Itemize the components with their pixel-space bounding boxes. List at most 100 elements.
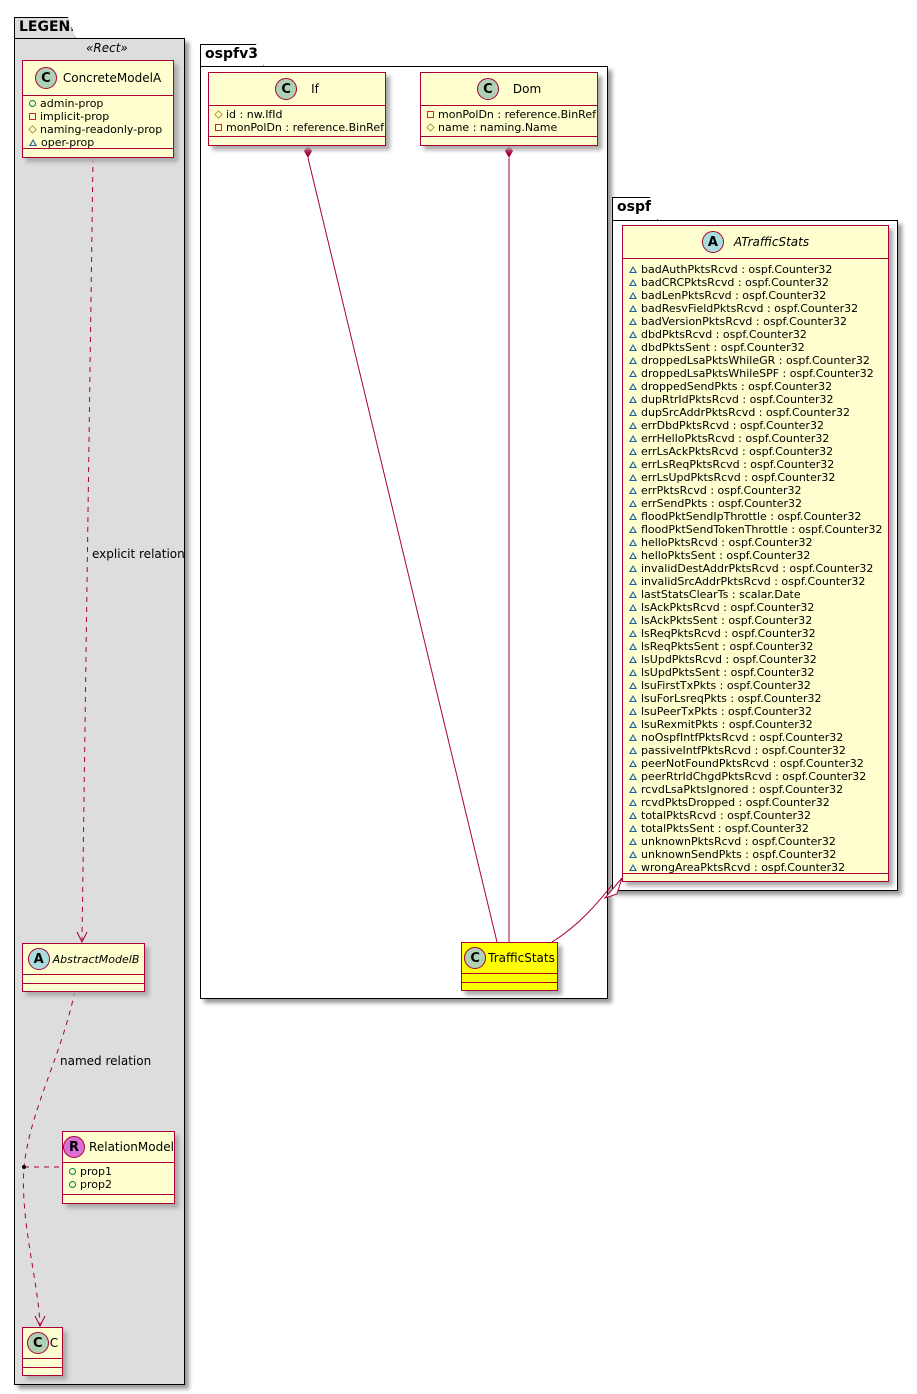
explicit-relation-line	[81, 156, 94, 941]
package-visibility-icon	[629, 448, 637, 455]
attribute: lsReqPktsRcvd : ospf.Counter32	[641, 627, 816, 640]
package-visibility-icon	[629, 331, 637, 338]
package-visibility-icon	[629, 409, 637, 416]
attribute-row: totalPktsRcvd : ospf.Counter32	[629, 809, 882, 822]
attribute: lsReqPktsSent : ospf.Counter32	[641, 640, 814, 653]
abstract-spot-icon: A	[701, 231, 724, 253]
protected-visibility-icon	[214, 110, 223, 119]
attribute: peerRtrIdChgdPktsRcvd : ospf.Counter32	[641, 770, 867, 783]
package-visibility-icon	[629, 851, 637, 858]
package-visibility-icon	[629, 825, 637, 832]
attribute: badCRCPktsRcvd : ospf.Counter32	[641, 276, 830, 289]
relation-junction-dot	[22, 1165, 26, 1169]
attribute: prop2	[80, 1178, 112, 1191]
attribute: lsuPeerTxPkts : ospf.Counter32	[641, 705, 812, 718]
package-visibility-icon	[629, 786, 637, 793]
package-visibility-icon	[629, 279, 637, 286]
attribute: dbdPktsRcvd : ospf.Counter32	[641, 328, 807, 341]
attribute-row: errLsAckPktsRcvd : ospf.Counter32	[629, 445, 882, 458]
attribute-row: errLsUpdPktsRcvd : ospf.Counter32	[629, 471, 882, 484]
package-visibility-icon	[629, 370, 637, 377]
package-visibility-icon	[629, 799, 637, 806]
attribute-row: unknownPktsRcvd : ospf.Counter32	[629, 835, 882, 848]
attribute-row: lsUpdPktsRcvd : ospf.Counter32	[629, 653, 882, 666]
package-visibility-icon	[629, 487, 637, 494]
class-name: Dom	[512, 82, 542, 96]
attribute: id : nw.IfId	[226, 108, 283, 121]
public-visibility-icon	[69, 1181, 76, 1188]
package-visibility-icon	[629, 604, 637, 611]
package-visibility-icon	[629, 383, 637, 390]
package-visibility-icon	[629, 500, 637, 507]
attribute: lsuForLsreqPkts : ospf.Counter32	[641, 692, 822, 705]
attribute: badVersionPktsRcvd : ospf.Counter32	[641, 315, 848, 328]
attribute: lsUpdPktsRcvd : ospf.Counter32	[641, 653, 817, 666]
class-name: ConcreteModelA	[62, 71, 162, 85]
package-visibility-icon	[629, 513, 637, 520]
attribute: errHelloPktsRcvd : ospf.Counter32	[641, 432, 830, 445]
package-visibility-icon	[629, 695, 637, 702]
attribute: helloPktsSent : ospf.Counter32	[641, 549, 811, 562]
class-spot-icon: C	[26, 1332, 49, 1354]
package-visibility-icon	[629, 266, 637, 273]
attribute-row: floodPktSendTokenThrottle : ospf.Counter…	[629, 523, 883, 536]
attribute-row: helloPktsRcvd : ospf.Counter32	[629, 536, 882, 549]
attribute-row: passiveIntfPktsRcvd : ospf.Counter32	[629, 744, 882, 757]
attribute-row: badResvFieldPktsRcvd : ospf.Counter32	[629, 302, 882, 315]
attribute: totalPktsRcvd : ospf.Counter32	[641, 809, 812, 822]
package-visibility-icon	[629, 318, 637, 325]
attribute-row: dbdPktsRcvd : ospf.Counter32	[629, 328, 882, 341]
package-visibility-icon	[629, 396, 637, 403]
attribute: lsAckPktsRcvd : ospf.Counter32	[641, 601, 815, 614]
package-visibility-icon	[629, 552, 637, 559]
attribute-row: lsuPeerTxPkts : ospf.Counter32	[629, 705, 882, 718]
package-visibility-icon	[29, 139, 37, 146]
attribute-row: lsAckPktsRcvd : ospf.Counter32	[629, 601, 882, 614]
attribute-row: dbdPktsSent : ospf.Counter32	[629, 341, 882, 354]
attribute: dbdPktsSent : ospf.Counter32	[641, 341, 805, 354]
attribute-row: badAuthPktsRcvd : ospf.Counter32	[629, 263, 882, 276]
explicit-relation-label: explicit relation	[92, 547, 185, 561]
attribute: floodPktSendIpThrottle : ospf.Counter32	[641, 510, 862, 523]
legend-package-title: LEGEND	[19, 19, 82, 35]
public-visibility-icon	[69, 1168, 76, 1175]
attribute: invalidDestAddrPktsRcvd : ospf.Counter32	[641, 562, 874, 575]
protected-visibility-icon	[426, 123, 435, 132]
package-visibility-icon	[629, 461, 637, 468]
attribute: helloPktsRcvd : ospf.Counter32	[641, 536, 813, 549]
attribute: peerNotFoundPktsRcvd : ospf.Counter32	[641, 757, 864, 770]
package-visibility-icon	[629, 669, 637, 676]
package-visibility-icon	[629, 682, 637, 689]
attribute: noOspfIntfPktsRcvd : ospf.Counter32	[641, 731, 844, 744]
attribute-row: rcvdPktsDropped : ospf.Counter32	[629, 796, 882, 809]
attribute-row: errPktsRcvd : ospf.Counter32	[629, 484, 882, 497]
attribute: unknownPktsRcvd : ospf.Counter32	[641, 835, 836, 848]
package-visibility-icon	[629, 435, 637, 442]
attribute-row: lsUpdPktsSent : ospf.Counter32	[629, 666, 882, 679]
attribute: oper-prop	[41, 136, 95, 149]
attribute-row: lsReqPktsSent : ospf.Counter32	[629, 640, 882, 653]
attribute: totalPktsSent : ospf.Counter32	[641, 822, 809, 835]
attribute-row: wrongAreaPktsRcvd : ospf.Counter32	[629, 861, 882, 874]
private-visibility-icon	[29, 113, 36, 120]
package-visibility-icon	[629, 344, 637, 351]
attribute-row: helloPktsSent : ospf.Counter32	[629, 549, 882, 562]
attribute-row: dupRtrIdPktsRcvd : ospf.Counter32	[629, 393, 882, 406]
attribute-row: invalidDestAddrPktsRcvd : ospf.Counter32	[629, 562, 882, 575]
attribute-row: droppedLsaPktsWhileGR : ospf.Counter32	[629, 354, 882, 367]
package-visibility-icon	[629, 656, 637, 663]
attribute-row: totalPktsSent : ospf.Counter32	[629, 822, 882, 835]
package-visibility-icon	[629, 760, 637, 767]
package-visibility-icon	[629, 292, 637, 299]
ospf-package-title: ospf	[617, 199, 652, 215]
attribute-row: errLsReqPktsRcvd : ospf.Counter32	[629, 458, 882, 471]
